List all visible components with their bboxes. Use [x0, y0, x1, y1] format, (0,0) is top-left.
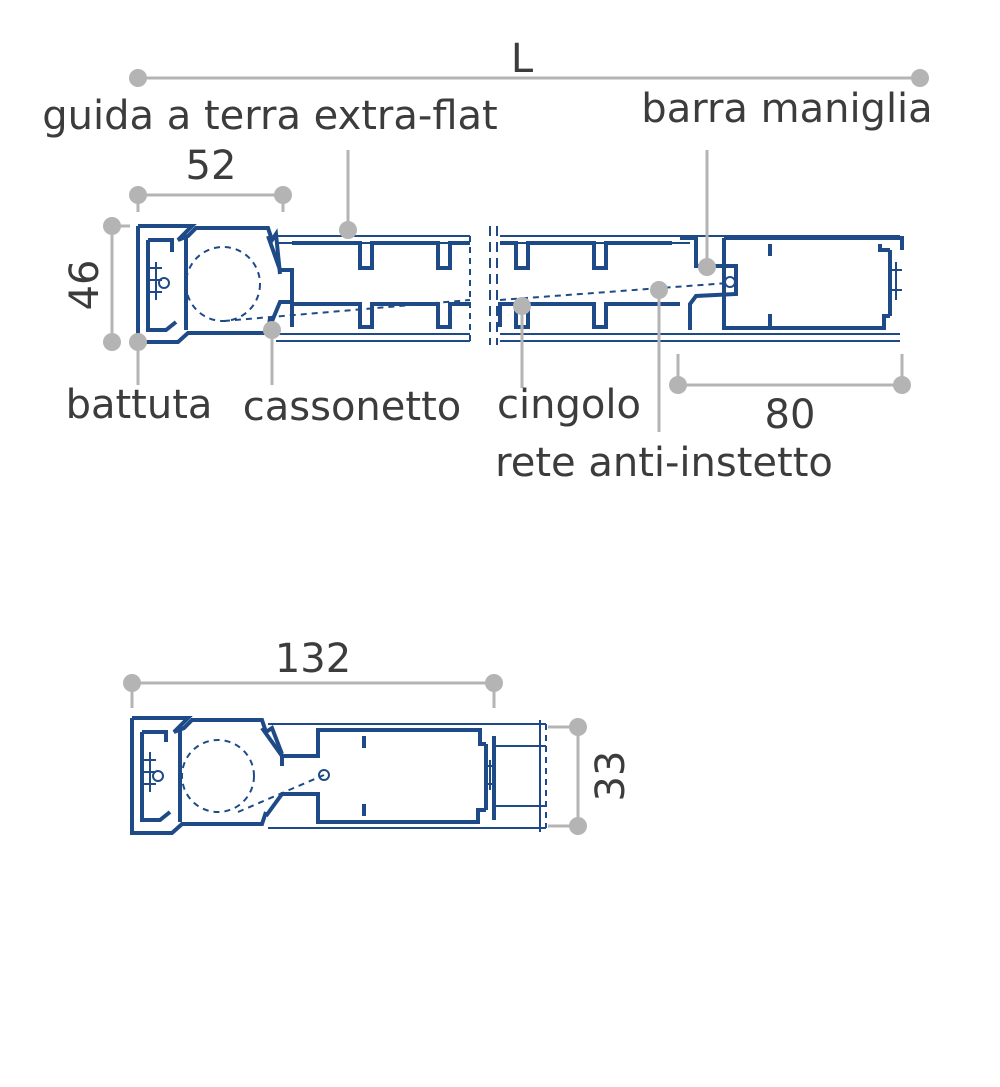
insect-net-line [223, 282, 729, 322]
label-floor-guide: guida a terra extra-flat [42, 93, 498, 239]
label-stop: battuta [66, 333, 213, 428]
dimension-L: L [129, 36, 929, 87]
svg-text:battuta: battuta [66, 382, 213, 428]
label-handle-bar: barra maniglia [641, 86, 933, 276]
dimension-33: 33 [548, 718, 634, 835]
dimension-52: 52 [129, 143, 292, 212]
svg-text:barra maniglia: barra maniglia [641, 86, 932, 132]
dimension-46-label: 46 [62, 260, 108, 311]
label-insect-net: rete anti-instetto [495, 281, 833, 486]
svg-text:cassonetto: cassonetto [243, 384, 461, 430]
dimension-L-label: L [511, 36, 534, 82]
roll-circle-closed [181, 739, 255, 813]
dimension-46: 46 [62, 217, 130, 351]
svg-text:rete anti-instetto: rete anti-instetto [495, 440, 833, 486]
dimension-80-label: 80 [765, 392, 816, 438]
dimension-33-label: 33 [588, 751, 634, 802]
roll-circle [185, 246, 261, 322]
top-profile [136, 224, 904, 345]
dimension-132-label: 132 [275, 636, 351, 682]
label-belt: cingolo [497, 297, 641, 428]
dimension-80: 80 [669, 354, 911, 438]
bottom-profile [130, 716, 547, 835]
dimension-132: 132 [123, 636, 503, 708]
dimension-52-label: 52 [186, 143, 237, 189]
svg-text:guida a terra extra-flat: guida a terra extra-flat [42, 93, 497, 139]
label-box: cassonetto [243, 321, 461, 430]
svg-text:cingolo: cingolo [497, 382, 641, 428]
